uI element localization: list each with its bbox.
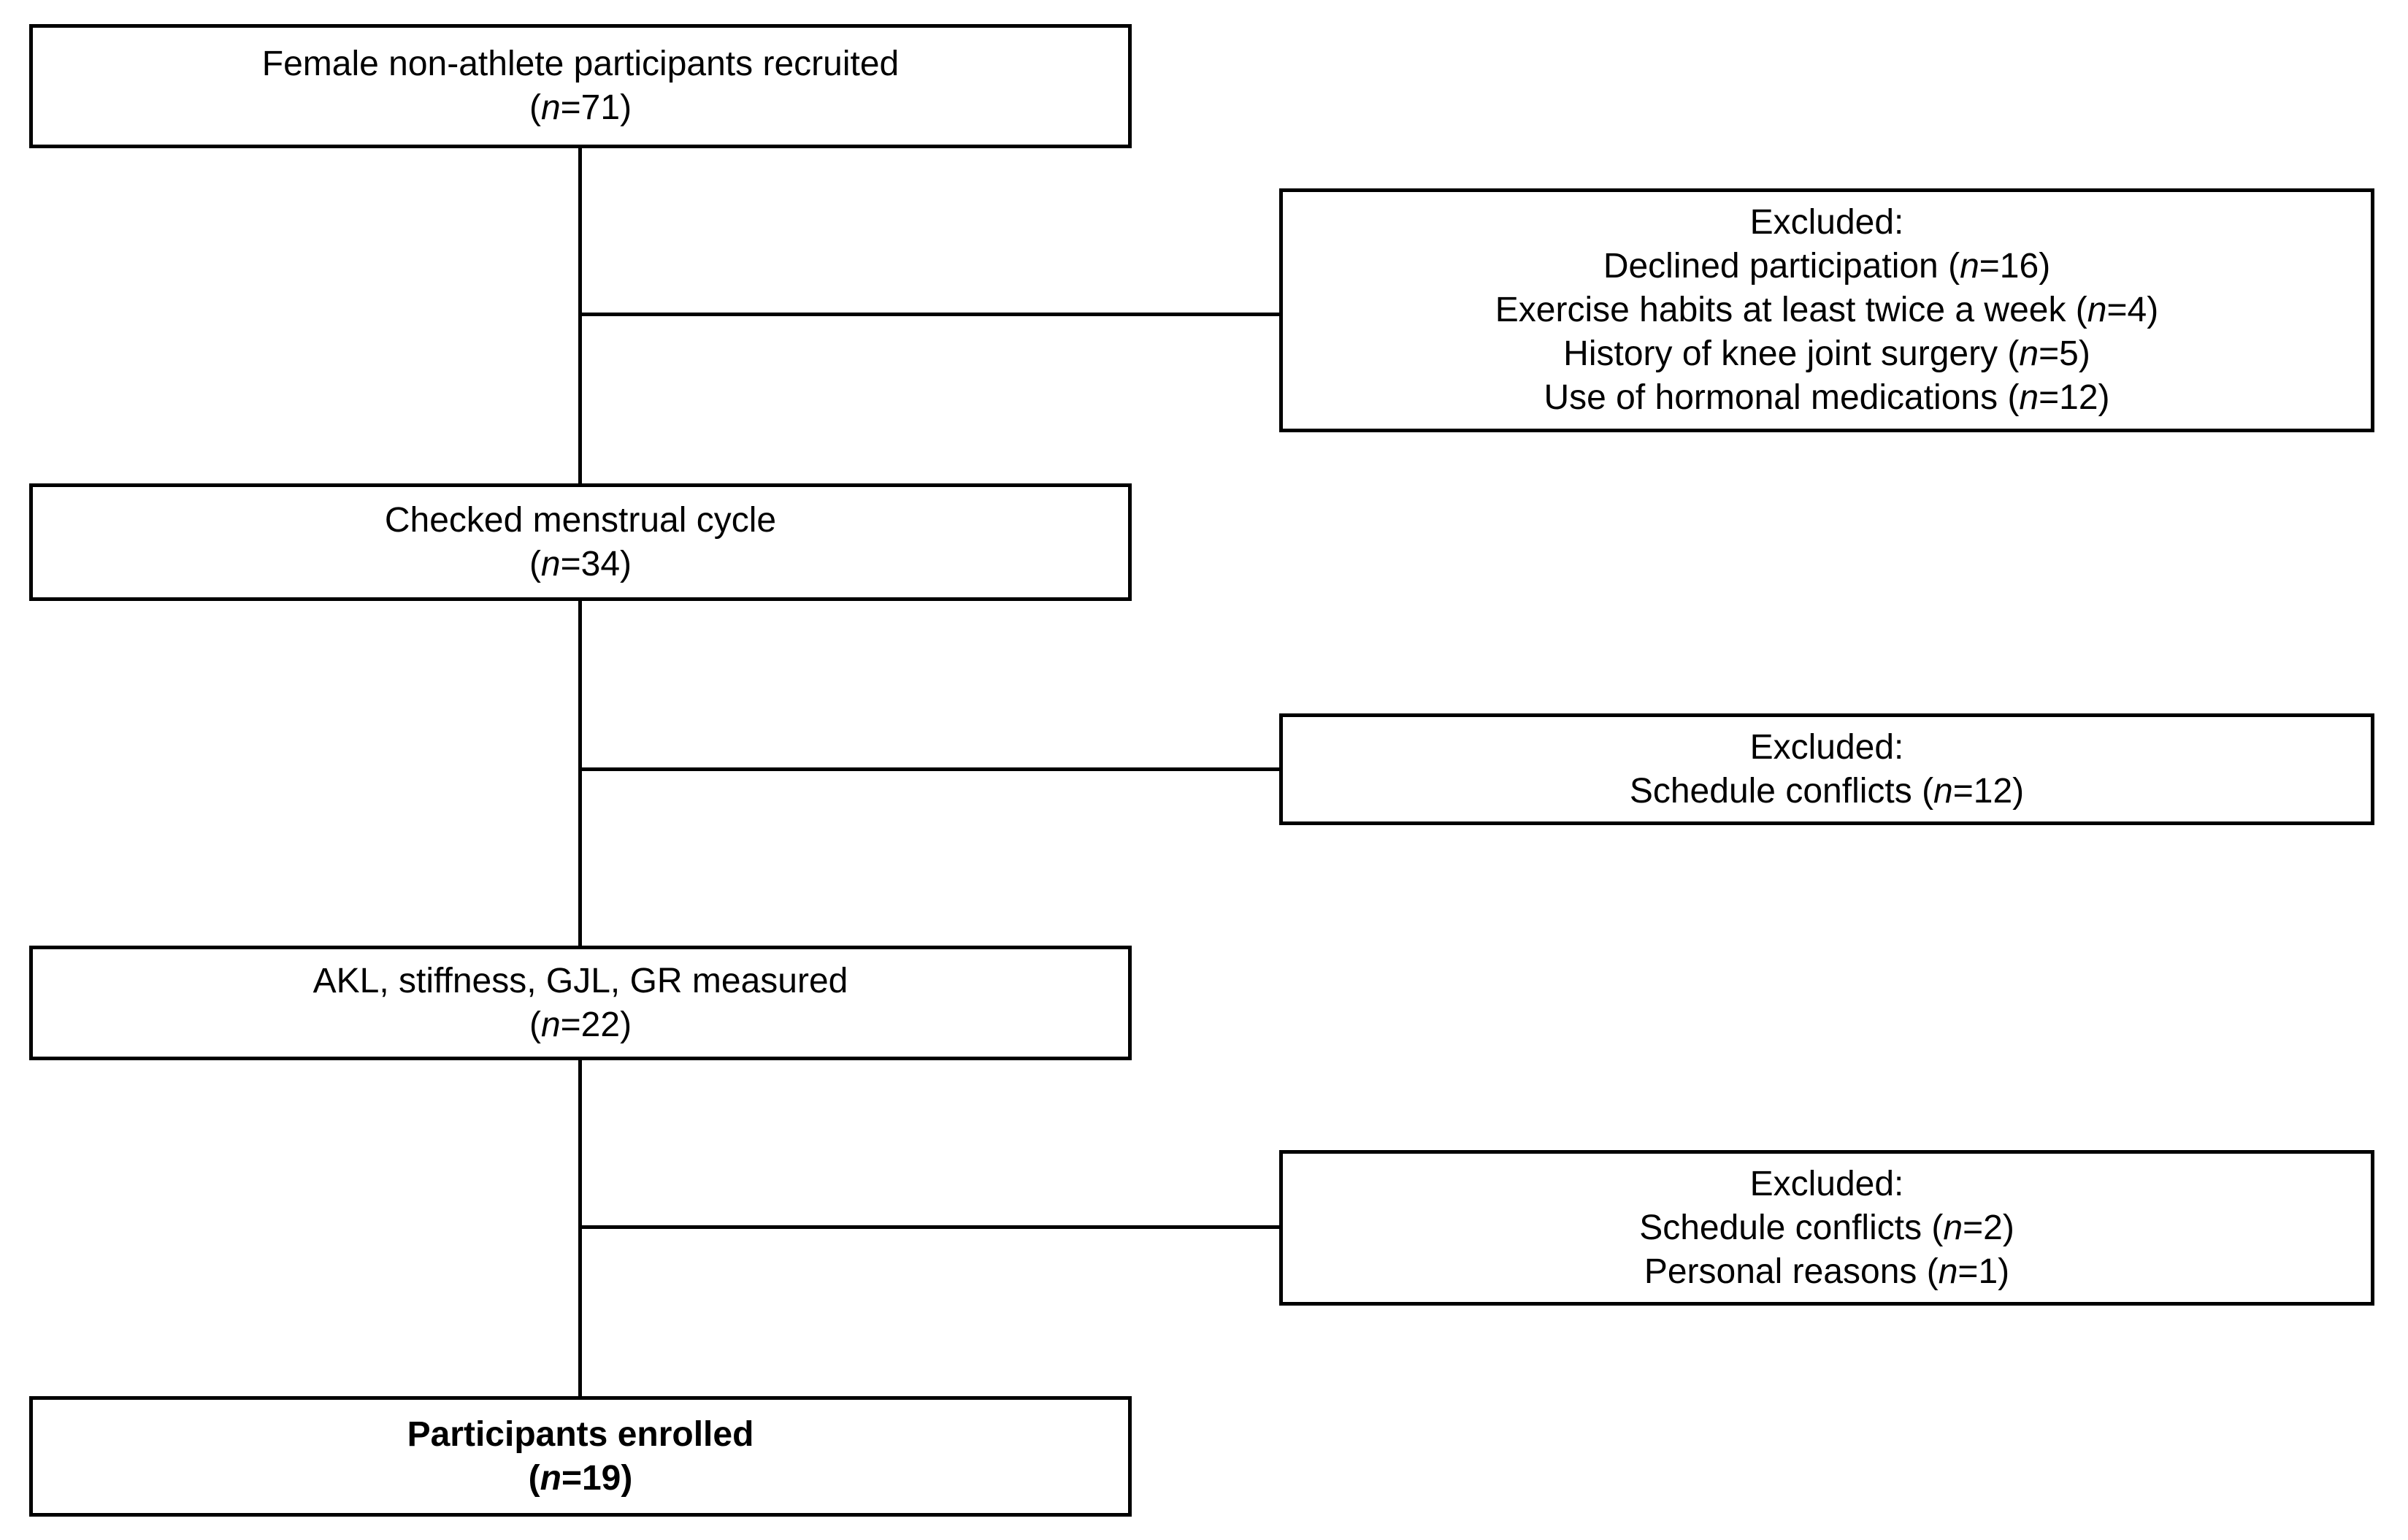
- excluded-box-after-measurement: Excluded:Schedule conflicts (n=2)Persona…: [1279, 1150, 2374, 1306]
- flow-box-menstrual-cycle-checked: Checked menstrual cycle(n=34): [29, 483, 1132, 601]
- connector-branch-2: [578, 767, 1283, 771]
- excluded-box-after-cycle-check: Excluded:Schedule conflicts (n=12): [1279, 713, 2374, 825]
- connector-branch-3: [578, 1225, 1283, 1229]
- flow-box-measurements-taken: AKL, stiffness, GJL, GR measured(n=22): [29, 946, 1132, 1060]
- excluded-box-after-recruitment: Excluded:Declined participation (n=16)Ex…: [1279, 188, 2374, 432]
- connector-branch-1: [578, 313, 1283, 316]
- flow-box-enrolled: Participants enrolled(n=19): [29, 1396, 1132, 1517]
- flow-box-recruited: Female non-athlete participants recruite…: [29, 24, 1132, 148]
- connector-vertical-2: [578, 601, 582, 946]
